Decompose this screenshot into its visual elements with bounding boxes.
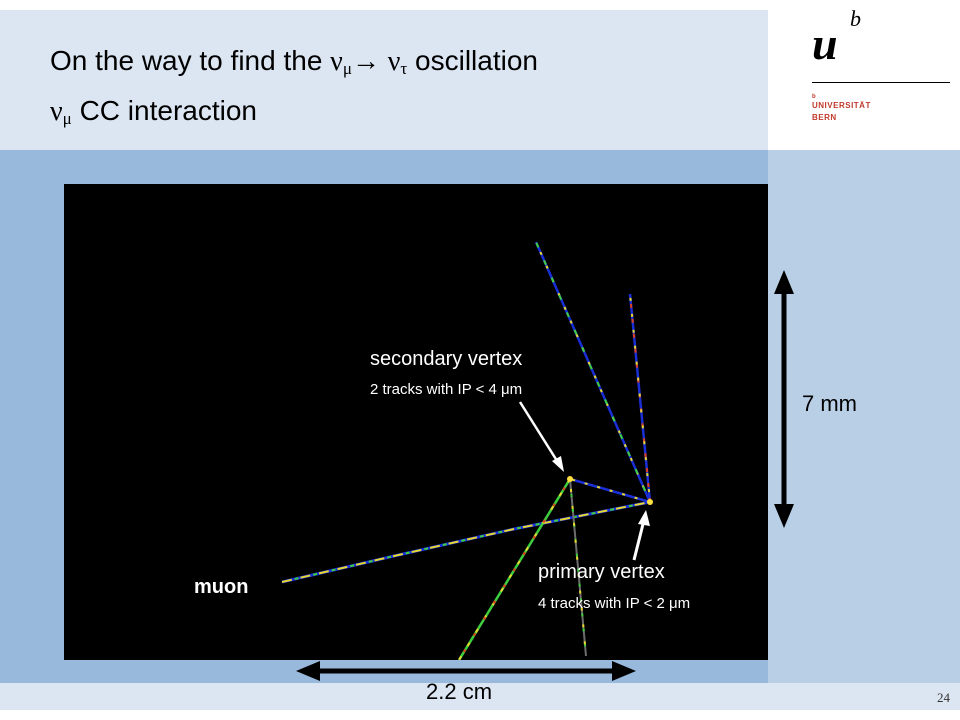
nu-mu-symbol: νμ	[330, 46, 352, 78]
event-display: secondary vertex 2 tracks with IP < 4 μm…	[64, 184, 768, 660]
nu-tau-symbol: ντ	[387, 46, 408, 78]
secondary-vertex-pointer	[518, 401, 564, 472]
horizontal-scale-arrow	[296, 661, 636, 681]
header-band	[0, 10, 768, 150]
logo-wordmark: b UNIVERSITÄT BERN	[812, 94, 871, 122]
slide-title: On the way to find the νμ→ ντ oscillatio…	[50, 40, 538, 140]
direction-arrow	[672, 518, 719, 553]
secondary-vertex-marker	[567, 476, 573, 482]
primary-vertex-marker	[647, 499, 653, 505]
right-band	[768, 150, 960, 683]
primary-vertex-pointer	[632, 510, 650, 561]
vertical-scale-arrow	[774, 270, 794, 528]
title-line-2: νμ CC interaction	[50, 95, 257, 128]
logo-rule	[812, 82, 950, 83]
muon-label: muon	[194, 576, 249, 598]
secondary-track-left	[457, 478, 572, 660]
vertical-scale-label: 7 mm	[802, 391, 857, 416]
track-canvas	[281, 241, 653, 660]
track-upper-left	[534, 241, 652, 503]
muon-track	[281, 500, 651, 584]
primary-vertex-detail: 4 tracks with IP < 2 μm	[538, 595, 691, 612]
track-upper-right	[628, 293, 652, 503]
secondary-vertex-detail: 2 tracks with IP < 4 μm	[370, 381, 523, 398]
footer-band	[0, 683, 960, 710]
secondary-vertex-label: secondary vertex	[370, 348, 523, 370]
primary-vertex-label: primary vertex	[538, 561, 665, 583]
page-number: 24	[937, 690, 950, 705]
horizontal-scale-label: 2.2 cm	[426, 679, 493, 704]
secondary-track-right	[569, 478, 587, 657]
title-line-1: On the way to find the νμ→ ντ oscillatio…	[50, 45, 538, 78]
nu-mu-symbol: νμ	[50, 96, 72, 128]
track-link	[569, 477, 651, 504]
